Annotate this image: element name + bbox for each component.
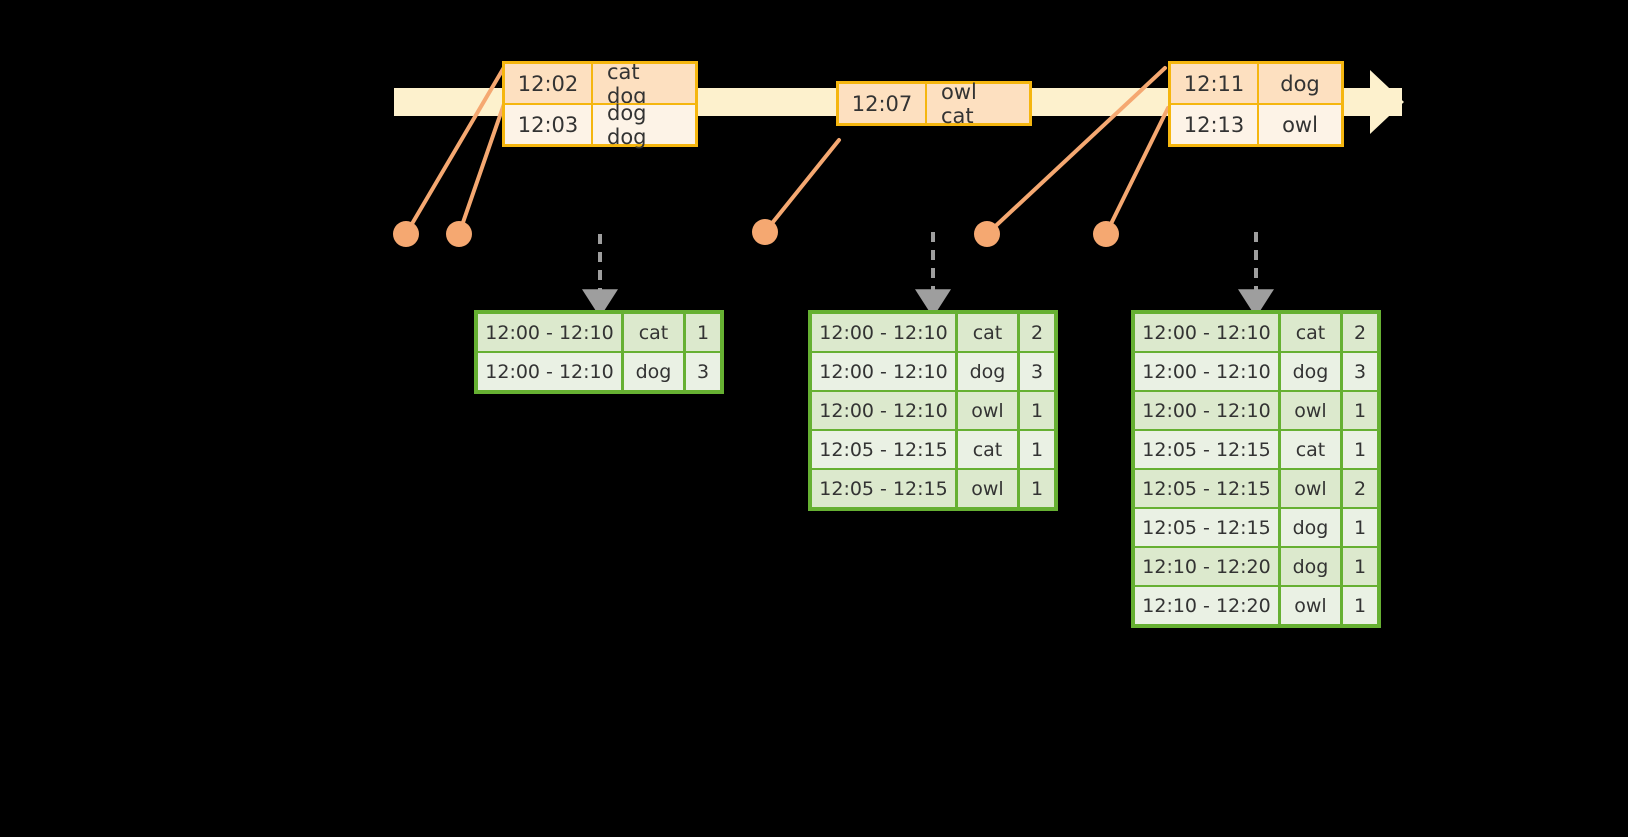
event-row: 12:13 owl [1171, 103, 1341, 144]
cell-count: 1 [1353, 516, 1367, 539]
connector-dot-1213 [1093, 221, 1119, 247]
cell-count: 1 [1353, 594, 1367, 617]
connector-line-1213 [1104, 106, 1170, 236]
cell-word: cat [624, 314, 686, 351]
event-words: owl [1282, 112, 1318, 137]
cell-count: 2 [1353, 477, 1367, 500]
cell-count: 3 [1030, 360, 1044, 383]
cell-word: cat [958, 431, 1020, 468]
cell-count: 1 [1030, 477, 1044, 500]
cell-word: cat [1281, 314, 1343, 351]
event-words: dog [1280, 71, 1320, 96]
connector-line-1203 [457, 102, 506, 236]
event-words: owl cat [941, 79, 977, 128]
event-time: 12:07 [839, 84, 927, 123]
cell-count: 1 [1030, 399, 1044, 422]
event-words: dog dog [607, 100, 647, 149]
cell-word: dog [1281, 548, 1343, 585]
cell-word: dog [624, 353, 686, 390]
event-box-2[interactable]: 12:07 owl cat [836, 79, 1032, 128]
cell-count: 1 [1353, 438, 1367, 461]
cell-window: 12:05 - 12:15 [1135, 509, 1281, 546]
event-row: 12:07 owl cat [839, 79, 1029, 128]
cell-window: 12:05 - 12:15 [1135, 470, 1281, 507]
event-row: 12:03 dog dog [505, 100, 695, 149]
cell-window: 12:00 - 12:10 [1135, 392, 1281, 429]
cell-word: dog [1281, 509, 1343, 546]
event-row: 12:11 dog [1171, 64, 1341, 103]
cell-window: 12:00 - 12:10 [812, 314, 958, 351]
connector-dot-1203 [446, 221, 472, 247]
cell-count: 1 [696, 321, 710, 344]
cell-word: dog [958, 353, 1020, 390]
cell-count: 3 [696, 360, 710, 383]
connector-dot-1207 [752, 219, 778, 245]
connector-dot-1202 [393, 221, 419, 247]
event-row: 12:02 cat dog [505, 59, 695, 108]
cell-window: 12:10 - 12:20 [1135, 587, 1281, 624]
cell-word: dog [1281, 353, 1343, 390]
cell-window: 12:05 - 12:15 [812, 470, 958, 507]
cell-window: 12:05 - 12:15 [812, 431, 958, 468]
event-box-3[interactable]: 12:11 dog 12:13 owl [1168, 61, 1344, 147]
cell-word: owl [958, 392, 1020, 429]
connector-line-1207 [763, 138, 841, 234]
connector-dot-1211 [974, 221, 1000, 247]
cell-window: 12:00 - 12:10 [478, 314, 624, 351]
connector-dots [393, 219, 1119, 247]
cell-word: owl [1281, 392, 1343, 429]
event-words: cat dog [607, 59, 647, 108]
cell-window: 12:00 - 12:10 [812, 353, 958, 390]
cell-word: owl [1281, 470, 1343, 507]
cell-count: 2 [1030, 321, 1044, 344]
emit-arrows [582, 232, 1274, 318]
cell-word: cat [958, 314, 1020, 351]
cell-window: 12:00 - 12:10 [1135, 314, 1281, 351]
cell-word: owl [1281, 587, 1343, 624]
event-time: 12:13 [1171, 105, 1259, 144]
cell-count: 1 [1353, 555, 1367, 578]
connector-line-1202 [404, 62, 508, 236]
cell-word: cat [1281, 431, 1343, 468]
event-time: 12:11 [1171, 64, 1259, 103]
cell-window: 12:05 - 12:15 [1135, 431, 1281, 468]
cell-window: 12:10 - 12:20 [1135, 548, 1281, 585]
cell-count: 2 [1353, 321, 1367, 344]
event-time: 12:03 [505, 105, 593, 144]
cell-window: 12:00 - 12:10 [812, 392, 958, 429]
cell-window: 12:00 - 12:10 [478, 353, 624, 390]
cell-word: owl [958, 470, 1020, 507]
cell-window: 12:00 - 12:10 [1135, 353, 1281, 390]
cell-count: 1 [1353, 399, 1367, 422]
event-box-1[interactable]: 12:02 cat dog 12:03 dog dog [502, 59, 698, 149]
cell-count: 1 [1030, 438, 1044, 461]
cell-count: 3 [1353, 360, 1367, 383]
event-time: 12:02 [505, 64, 593, 103]
